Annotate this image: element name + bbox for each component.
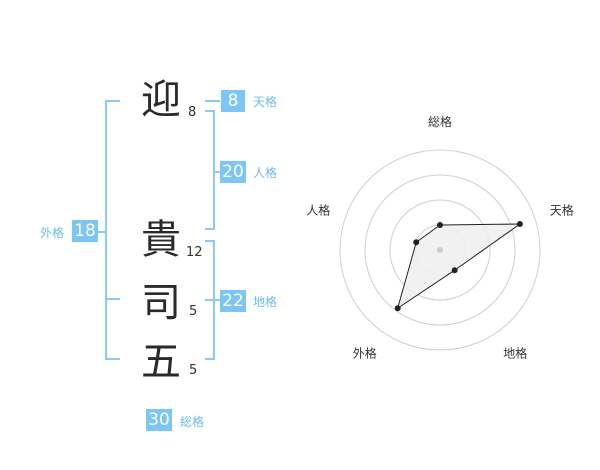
name-char-4: 五: [141, 339, 181, 385]
radar-points: [394, 221, 523, 312]
name-char-2: 貴: [141, 217, 181, 263]
radar-axis-label-1: 天格: [550, 202, 574, 217]
radar-center-dot: [437, 247, 443, 253]
jinkaku-label: 人格: [253, 166, 278, 180]
radar-axis-label-4: 人格: [306, 202, 330, 217]
jinkaku-bracket-bottom: [205, 228, 215, 230]
gaikaku-bracket-top: [105, 100, 120, 102]
name-char-3-strokes: 5: [189, 304, 198, 319]
radar-ring-3: [364, 174, 516, 326]
tenkaku-connector: [205, 100, 220, 102]
gaikaku-connector: [97, 231, 106, 233]
name-char-1: 迎: [141, 77, 181, 123]
radar-axis-label-0: 総格: [428, 114, 452, 129]
jinkaku-value-badge: 20: [220, 161, 246, 183]
chikaku-value-badge: 22: [220, 290, 246, 312]
chikaku-connector: [205, 299, 220, 301]
jinkaku-bracket-vertical: [213, 110, 215, 230]
radar-point-2: [451, 267, 458, 274]
gaikaku-label: 外格: [40, 226, 65, 240]
radar-point-4: [413, 239, 420, 246]
name-char-4-strokes: 5: [189, 363, 198, 378]
soukaku-value-badge: 30: [146, 409, 172, 431]
name-char-3: 司: [141, 280, 181, 326]
radar-ring-4: [339, 149, 541, 351]
gaikaku-value-badge: 18: [72, 220, 98, 242]
gaikaku-bracket-bottom: [105, 358, 120, 360]
radar-axis-label-3: 外格: [353, 346, 377, 361]
gaikaku-bracket-vertical: [105, 100, 107, 360]
name-char-2-strokes: 12: [186, 245, 203, 260]
chikaku-bracket-bottom: [205, 358, 215, 360]
tenkaku-value-badge: 8: [221, 90, 245, 112]
gaikaku-bracket-mid: [105, 298, 120, 300]
radar-point-3: [394, 305, 401, 312]
chikaku-bracket-top: [205, 240, 215, 242]
tenkaku-label: 天格: [253, 95, 278, 109]
name-char-1-strokes: 8: [188, 105, 197, 120]
radar-point-0: [437, 222, 443, 228]
jinkaku-bracket-top: [205, 110, 215, 112]
chikaku-label: 地格: [253, 295, 278, 309]
radar-polygon: [396, 223, 522, 310]
soukaku-label: 総格: [180, 415, 205, 429]
radar-axis-label-2: 地格: [503, 346, 527, 361]
radar-point-1: [516, 221, 523, 228]
jinkaku-connector: [213, 171, 220, 173]
radar-ring-2: [389, 199, 491, 301]
